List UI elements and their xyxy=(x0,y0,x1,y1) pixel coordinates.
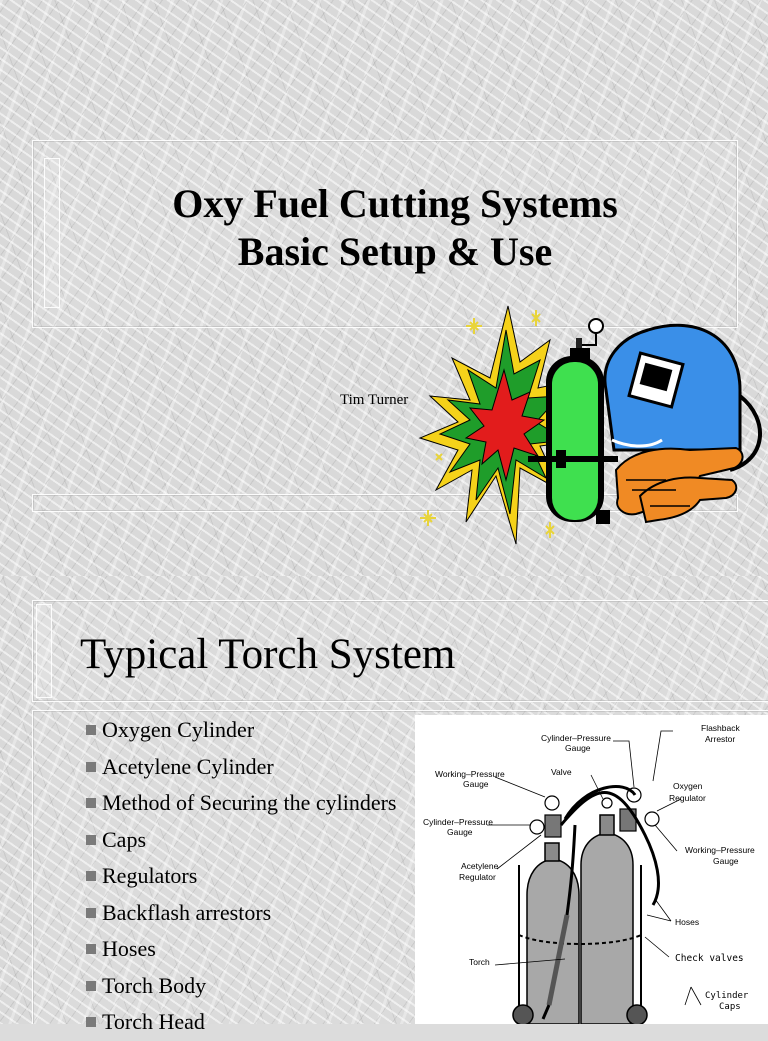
gloves-icon xyxy=(614,446,744,524)
title-line-1: Oxy Fuel Cutting Systems xyxy=(172,181,618,226)
label-cyl-pressure-left-line2: Gauge xyxy=(447,827,473,837)
label-check-valves: Check valves xyxy=(675,953,744,964)
list-item: Acetylene Cylinder xyxy=(86,749,397,786)
bullet-square-icon xyxy=(86,725,96,735)
bullet-square-icon xyxy=(86,834,96,845)
label-cyl-pressure-top-line1: Cylinder–Pressure xyxy=(541,733,611,743)
bullet-square-icon xyxy=(86,944,96,954)
list-item: Torch Head xyxy=(86,1004,397,1041)
title-panel xyxy=(32,140,738,328)
slide-2-title: Typical Torch System xyxy=(80,631,456,678)
welding-clipart xyxy=(400,300,768,560)
label-cylinder-caps-line2: Caps xyxy=(719,1002,741,1012)
bullet-square-icon xyxy=(86,980,96,991)
list-item: Hoses xyxy=(86,931,397,968)
label-oxygen-regulator-line1: Oxygen xyxy=(673,781,703,791)
label-flashback-line2: Arrestor xyxy=(705,734,735,744)
spark-icon xyxy=(420,310,555,538)
torch-system-diagram: Flashback Arrestor Cylinder–Pressure Gau… xyxy=(415,715,768,1024)
label-acetylene-regulator-line2: Regulator xyxy=(459,872,496,882)
label-cylinder-caps-line1: Cylinder xyxy=(705,991,749,1001)
author-name: Tim Turner xyxy=(340,392,409,408)
list-item: Torch Body xyxy=(86,968,397,1005)
label-cyl-pressure-top-line2: Gauge xyxy=(565,743,591,753)
list-item: Regulators xyxy=(86,858,397,895)
bullet-list: Oxygen Cylinder Acetylene Cylinder Metho… xyxy=(86,712,397,1041)
panel-notch xyxy=(36,604,52,698)
cylinder-pair-icon xyxy=(512,814,648,1024)
bullet-square-icon xyxy=(86,1017,96,1027)
slide-1-title: Oxy Fuel Cutting Systems Basic Setup & U… xyxy=(30,180,760,276)
label-acetylene-regulator-line1: Acetylene xyxy=(461,861,499,871)
welding-helmet-icon xyxy=(603,323,763,472)
title-panel xyxy=(32,600,768,702)
slide-1: Oxy Fuel Cutting Systems Basic Setup & U… xyxy=(0,0,768,576)
list-item: Method of Securing the cylinders xyxy=(86,785,397,822)
label-oxygen-regulator-line2: Regulator xyxy=(669,793,706,803)
list-item: Oxygen Cylinder xyxy=(86,712,397,749)
list-item: Caps xyxy=(86,822,397,859)
label-hoses: Hoses xyxy=(675,917,699,927)
bullet-square-icon xyxy=(86,798,96,808)
label-flashback-line1: Flashback xyxy=(701,723,740,733)
label-torch: Torch xyxy=(469,957,490,967)
gas-cylinder-icon xyxy=(528,318,618,524)
bullet-square-icon xyxy=(86,761,96,772)
bullet-square-icon xyxy=(86,871,96,881)
label-working-pressure-left-line1: Working–Pressure xyxy=(435,769,505,779)
panel-notch xyxy=(44,158,60,308)
label-working-pressure-left-line2: Gauge xyxy=(463,779,489,789)
leader-lines xyxy=(487,730,702,1006)
label-working-pressure-right-line2: Gauge xyxy=(713,856,739,866)
list-item: Backflash arrestors xyxy=(86,895,397,932)
label-working-pressure-right-line1: Working–Pressure xyxy=(685,845,755,855)
label-cyl-pressure-left-line1: Cylinder–Pressure xyxy=(423,817,493,827)
label-valve: Valve xyxy=(551,767,572,777)
bullet-square-icon xyxy=(86,907,96,918)
title-line-2: Basic Setup & Use xyxy=(237,229,553,274)
